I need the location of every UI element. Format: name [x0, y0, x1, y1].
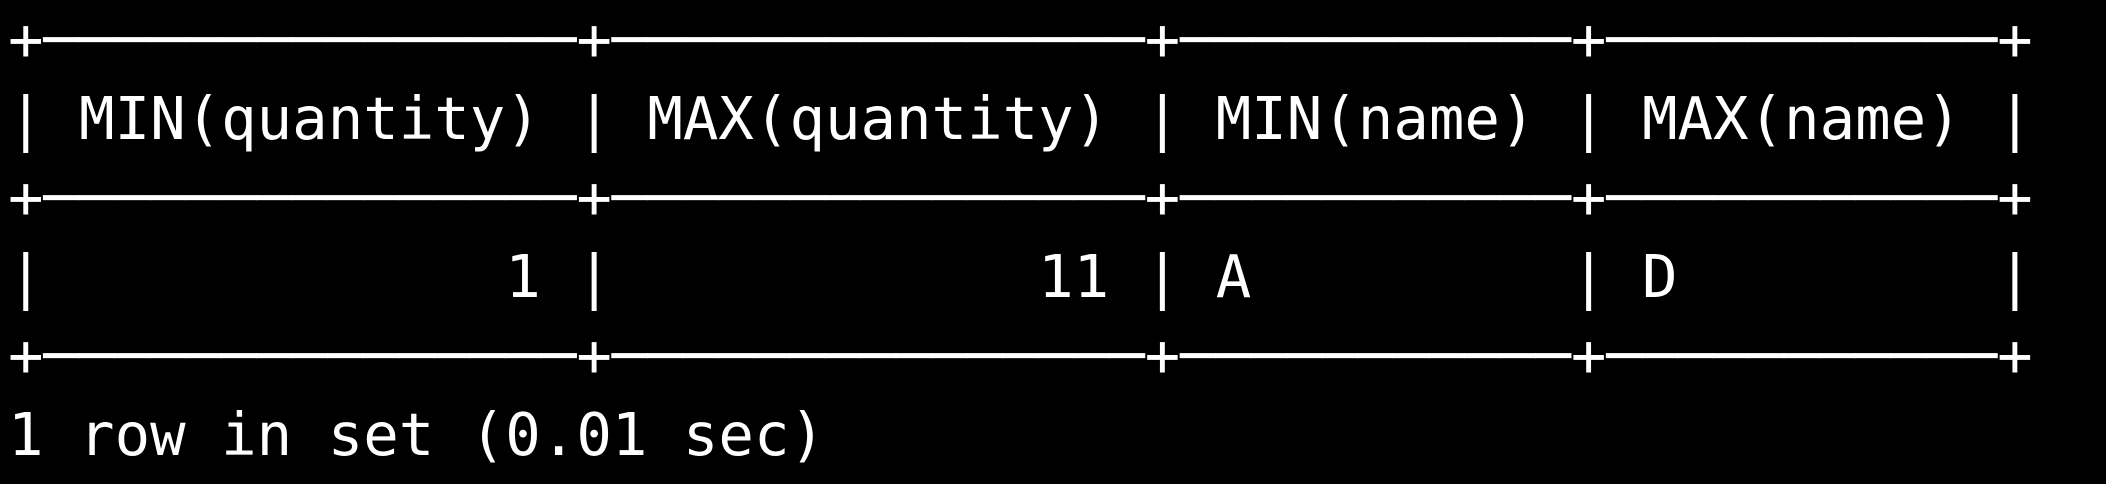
status-line: 1 row in set (0.01 sec) — [8, 400, 825, 469]
table-header-row: | MIN(quantity) | MAX(quantity) | MIN(na… — [8, 84, 2033, 153]
table-header-separator: +───────────────+───────────────+───────… — [8, 163, 2033, 232]
table-top-border: +───────────────+───────────────+───────… — [8, 5, 2033, 74]
table-data-row: | 1 | 11 | A | D | — [8, 242, 2033, 311]
table-bottom-border: +───────────────+───────────────+───────… — [8, 321, 2033, 390]
